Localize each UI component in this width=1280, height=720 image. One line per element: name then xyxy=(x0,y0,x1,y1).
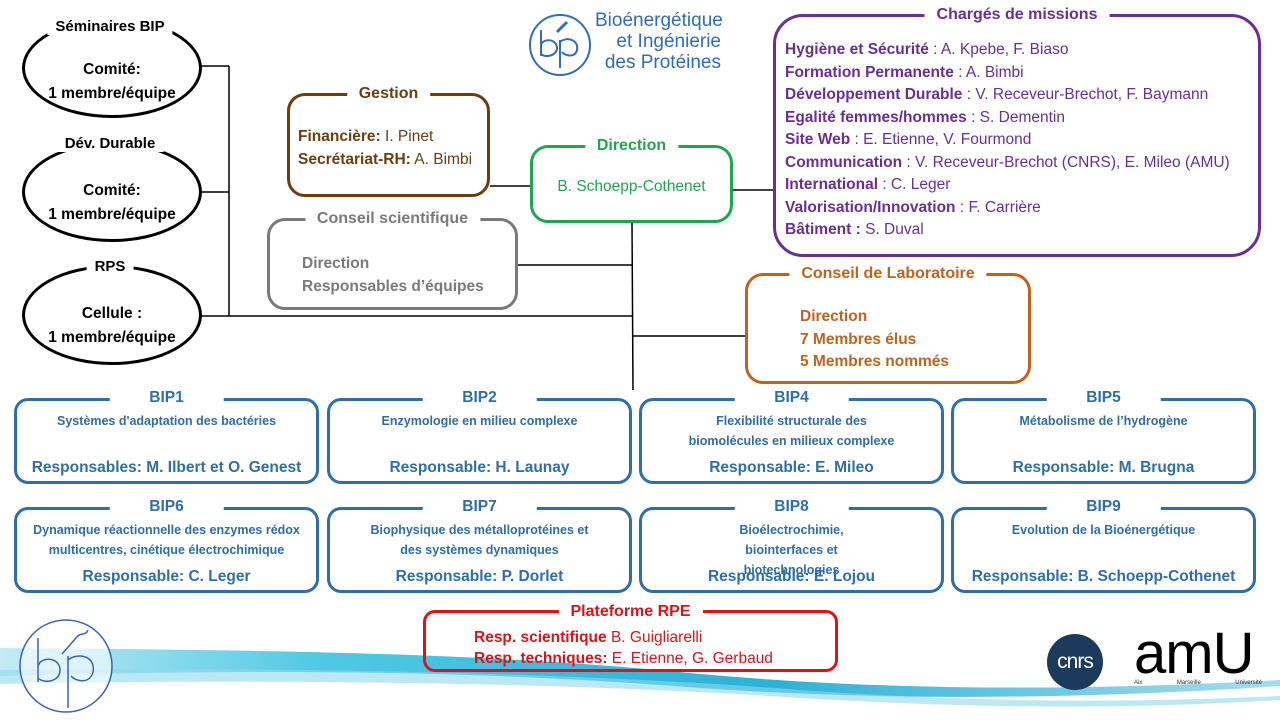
team-subtitle: Biophysique des métalloprotéines et des … xyxy=(370,523,589,557)
committee-title: Séminaires BIP xyxy=(47,18,173,35)
conseil-scientifique-row: Direction xyxy=(302,255,370,272)
direction-name: B. Schoepp-Cothenet xyxy=(557,178,706,195)
team-box-bip7: BIP7 Biophysique des métalloprotéines et… xyxy=(327,496,632,593)
gestion-title: Gestion xyxy=(346,83,431,105)
logo-line-3: des Protéines xyxy=(604,52,721,73)
team-responsable: Responsable: E. Lojou xyxy=(707,568,876,585)
team-box-bip2: BIP2 Enzymologie en milieu complexe Resp… xyxy=(327,387,632,484)
team-subtitle: Evolution de la Bioénergétique xyxy=(1011,523,1196,537)
team-subtitle: Systèmes d'adaptation des bactéries xyxy=(56,414,277,428)
mission-row: International : C. Leger xyxy=(785,176,951,193)
plateforme-rpe-box: Plateforme RPE Resp. scientifique B. Gui… xyxy=(423,601,838,672)
amu-logo-text: amU xyxy=(1134,621,1254,686)
team-box-bip1: BIP1 Systèmes d'adaptation des bactéries… xyxy=(14,387,319,484)
direction-title: Direction xyxy=(584,135,679,157)
logo-line-2: et Ingénierie xyxy=(616,31,721,52)
conseil-laboratoire-row: 7 Membres élus xyxy=(800,330,917,348)
conseil-scientifique-box: Conseil scientifique Direction Responsab… xyxy=(267,208,518,310)
team-subtitle: Enzymologie en milieu complexe xyxy=(381,414,578,428)
team-subtitle: Métabolisme de l’hydrogène xyxy=(1019,414,1188,428)
plateforme-row: Resp. techniques: E. Etienne, G. Gerbaud xyxy=(474,650,773,667)
team-responsable: Responsable: B. Schoepp-Cothenet xyxy=(971,568,1236,585)
team-subtitle: Dynamique réactionnelle des enzymes rédo… xyxy=(33,523,300,557)
committee-body: Comité: 1 membre/équipe xyxy=(48,61,176,102)
team-title: BIP4 xyxy=(734,387,849,409)
mission-row: Egalité femmes/hommes : S. Dementin xyxy=(785,108,1065,126)
amu-sub-aix: Aix xyxy=(1134,680,1143,686)
gestion-box: Gestion Financière: I. Pinet Secrétariat… xyxy=(287,83,490,197)
team-responsable: Responsable: E. Mileo xyxy=(709,459,874,476)
bip-logo: Bioénergétique et Ingénierie des Protéin… xyxy=(527,10,727,82)
amu-logo: amU Aix Marseille Université xyxy=(1134,621,1262,688)
conseil-scientifique-title: Conseil scientifique xyxy=(304,208,481,230)
mission-row: Valorisation/Innovation : F. Carrière xyxy=(785,198,1041,216)
amu-sub-marseille: Marseille xyxy=(1176,680,1201,686)
amu-sub-universite: Université xyxy=(1235,680,1262,686)
plateforme-row: Resp. scientifique B. Guigliarelli xyxy=(474,629,703,646)
charges-missions-box: Chargés de missions Hygiène et Sécurité … xyxy=(773,4,1261,257)
team-box-bip6: BIP6 Dynamique réactionnelle des enzymes… xyxy=(14,496,319,593)
team-box-bip5: BIP5 Métabolisme de l’hydrogène Responsa… xyxy=(951,387,1256,484)
team-responsable: Responsables: M. Ilbert et O. Genest xyxy=(31,459,302,476)
direction-box: Direction B. Schoepp-Cothenet xyxy=(530,135,733,223)
conseil-laboratoire-row: 5 Membres nommés xyxy=(800,353,950,370)
team-title: BIP1 xyxy=(109,387,224,409)
team-title: BIP8 xyxy=(734,496,849,518)
mission-row: Formation Permanente : A. Bimbi xyxy=(785,63,1024,81)
team-title: BIP5 xyxy=(1046,387,1161,409)
logo-line-1: Bioénergétique xyxy=(595,10,723,31)
mission-row: Bâtiment : S. Duval xyxy=(785,221,924,238)
plateforme-title: Plateforme RPE xyxy=(558,601,703,623)
bip-emblem-icon xyxy=(19,619,113,713)
committee-body: Cellule : 1 membre/équipe xyxy=(48,305,176,346)
team-title: BIP2 xyxy=(422,387,537,409)
committee-body: Comité: 1 membre/équipe xyxy=(48,182,176,223)
gestion-row: Secrétariat-RH: A. Bimbi xyxy=(298,150,473,168)
mission-row: Hygiène et Sécurité : A. Kpebe, F. Biaso xyxy=(785,41,1069,58)
team-title: BIP7 xyxy=(422,496,537,518)
conseil-laboratoire-title: Conseil de Laboratoire xyxy=(789,263,987,285)
team-title: BIP9 xyxy=(1046,496,1161,518)
bip-logo-emblem-icon xyxy=(529,14,591,76)
team-box-bip4: BIP4 Flexibilité structurale des biomolé… xyxy=(639,387,944,484)
mission-row: Développement Durable : V. Receveur-Brec… xyxy=(785,86,1209,103)
team-responsable: Responsable: H. Launay xyxy=(389,459,570,476)
team-responsable: Responsable: P. Dorlet xyxy=(395,568,564,585)
decorative-swoosh xyxy=(0,648,1280,707)
conseil-laboratoire-box: Conseil de Laboratoire Direction 7 Membr… xyxy=(745,263,1031,384)
team-box-bip8: BIP8 Bioélectrochimie, biointerfaces et … xyxy=(639,496,944,593)
committee-title: Dév. Durable xyxy=(56,135,164,152)
gestion-row: Financière: I. Pinet xyxy=(298,128,434,145)
team-title: BIP6 xyxy=(109,496,224,518)
charges-missions-title: Chargés de missions xyxy=(924,4,1110,26)
conseil-scientifique-row: Responsables d’équipes xyxy=(302,277,484,295)
cnrs-logo-text: cnrs xyxy=(1057,650,1094,673)
conseil-laboratoire-row: Direction xyxy=(800,308,868,325)
mission-row: Site Web : E. Etienne, V. Fourmond xyxy=(785,131,1032,148)
team-subtitle: Flexibilité structurale des biomolécules… xyxy=(688,414,895,448)
cnrs-logo: cnrs xyxy=(1047,634,1103,690)
mission-row: Communication : V. Receveur-Brechot (CNR… xyxy=(785,153,1230,171)
team-subtitle: Bioélectrochimie, biointerfaces et biote… xyxy=(739,523,844,577)
committee-title: RPS xyxy=(86,258,134,275)
team-responsable: Responsable: C. Leger xyxy=(82,568,251,585)
team-responsable: Responsable: M. Brugna xyxy=(1012,459,1195,476)
team-box-bip9: BIP9 Evolution de la Bioénergétique Resp… xyxy=(951,496,1256,593)
